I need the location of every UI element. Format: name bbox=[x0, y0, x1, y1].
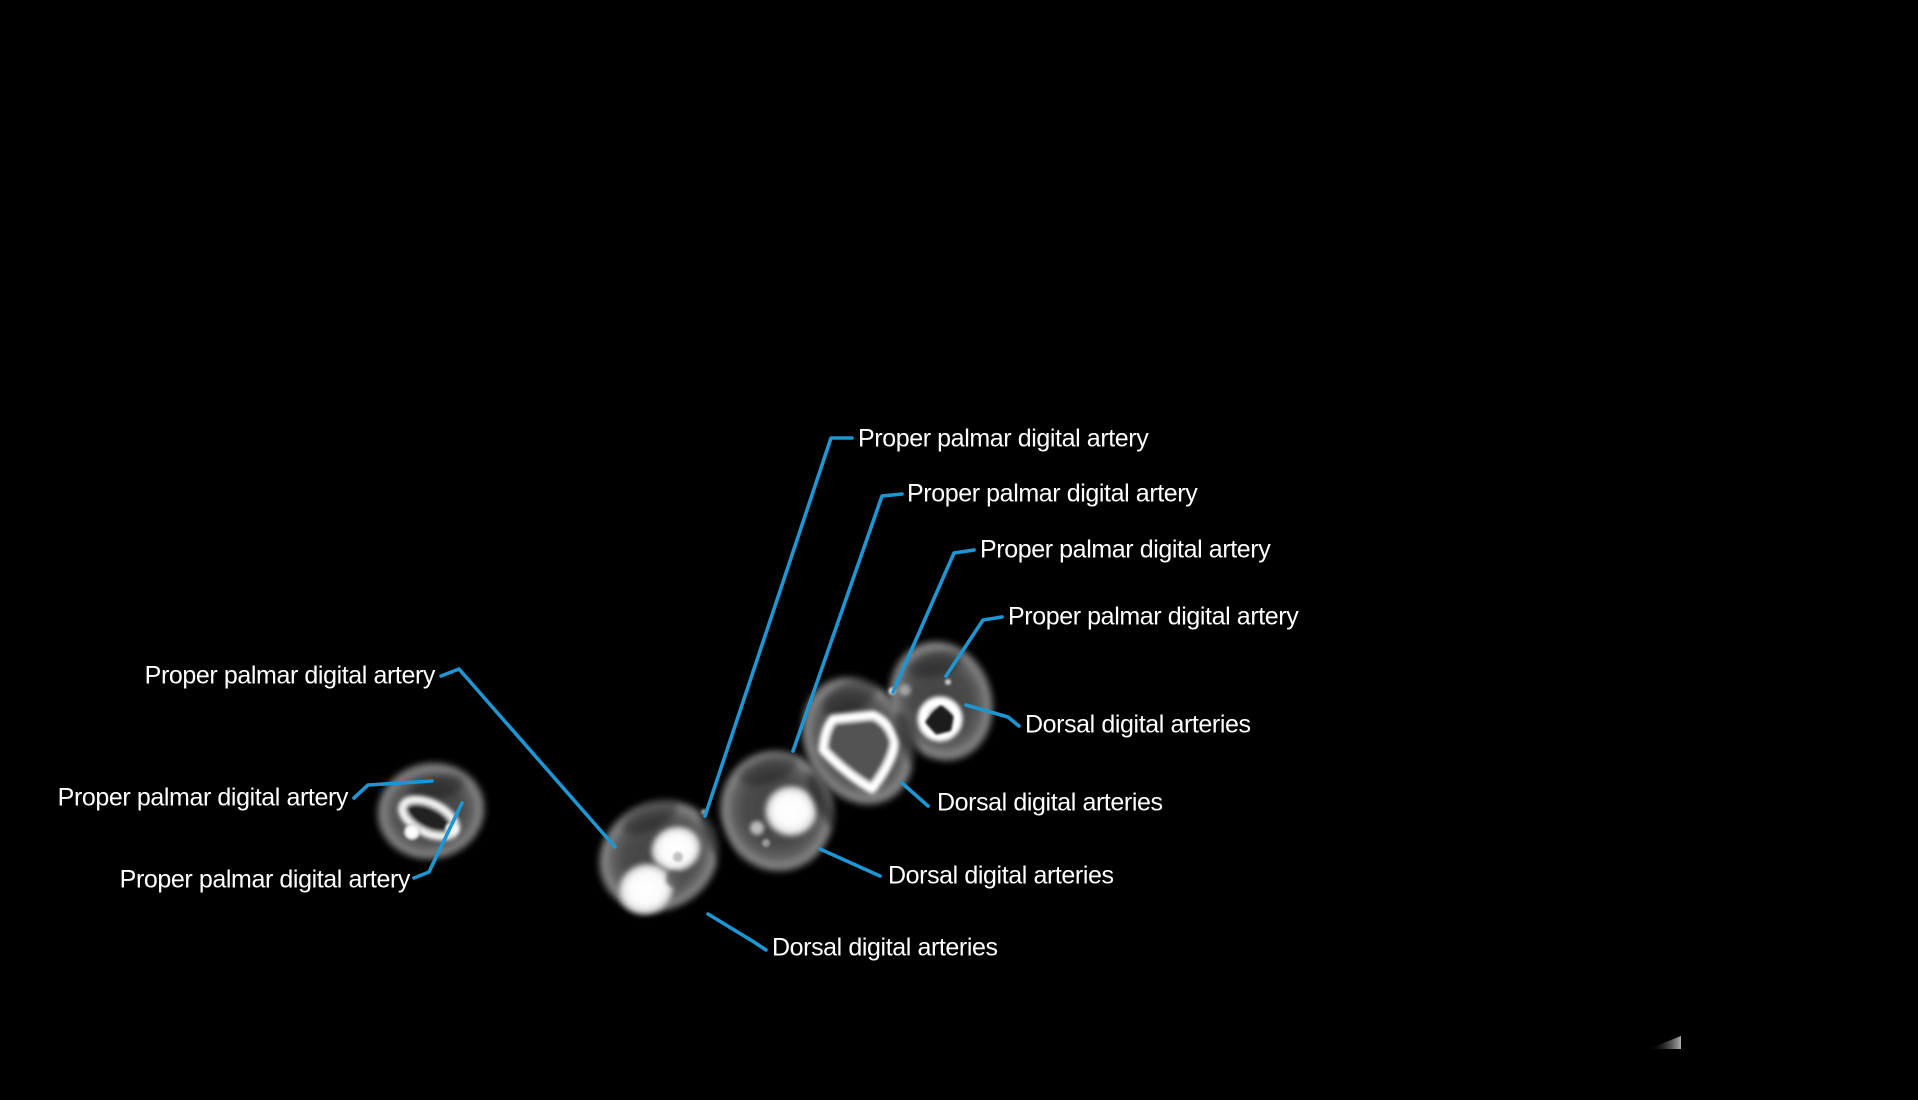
sesamoid-spot bbox=[762, 839, 770, 847]
corner-artifact bbox=[1648, 1036, 1681, 1049]
bone-highlight bbox=[403, 823, 421, 841]
artery-speck bbox=[945, 679, 951, 685]
tissue-shadow bbox=[739, 754, 797, 786]
bone-notch bbox=[673, 852, 683, 862]
label-proper-palmar-digital-artery-1-leader bbox=[439, 667, 617, 849]
label-proper-palmar-digital-artery-7-leader bbox=[944, 615, 1004, 678]
tissue-shadow bbox=[622, 798, 678, 834]
label-proper-palmar-digital-artery-4-leader bbox=[703, 436, 854, 818]
ct-slice-finger-4 bbox=[887, 639, 995, 763]
label-proper-palmar-digital-artery-6-leader bbox=[891, 548, 976, 694]
ct-slice-thumb bbox=[376, 761, 486, 861]
label-dorsal-digital-arteries-1-leader bbox=[964, 703, 1021, 728]
label-proper-palmar-digital-artery-5-leader bbox=[791, 492, 904, 753]
bone-highlight bbox=[899, 684, 911, 696]
leader-lines bbox=[352, 436, 1021, 952]
label-proper-palmar-digital-artery-3-leader bbox=[412, 801, 464, 880]
label-dorsal-digital-arteries-3-leader bbox=[818, 847, 882, 878]
ct-slice-finger-1 bbox=[597, 798, 721, 918]
label-dorsal-digital-arteries-2-leader bbox=[900, 781, 930, 808]
ct-slices bbox=[376, 639, 995, 918]
bone-notch bbox=[666, 871, 682, 887]
interdigital-seam bbox=[699, 806, 733, 870]
ct-slice-finger-2 bbox=[718, 749, 836, 873]
label-dorsal-digital-arteries-4-leader bbox=[706, 912, 768, 952]
tissue-shadow bbox=[822, 677, 878, 717]
label-proper-palmar-digital-artery-2-leader bbox=[352, 779, 434, 800]
interdigital-seam bbox=[807, 772, 837, 828]
finger4-marrow-hole bbox=[925, 705, 954, 735]
ct-slice-finger-3 bbox=[800, 675, 916, 807]
finger3-phalanx-ring bbox=[818, 710, 900, 794]
finger1-bone bbox=[648, 823, 704, 875]
finger2-bone bbox=[762, 783, 820, 839]
interdigital-seam bbox=[895, 711, 921, 769]
sesamoid-spot bbox=[750, 821, 764, 835]
finger1-bone bbox=[615, 860, 677, 918]
